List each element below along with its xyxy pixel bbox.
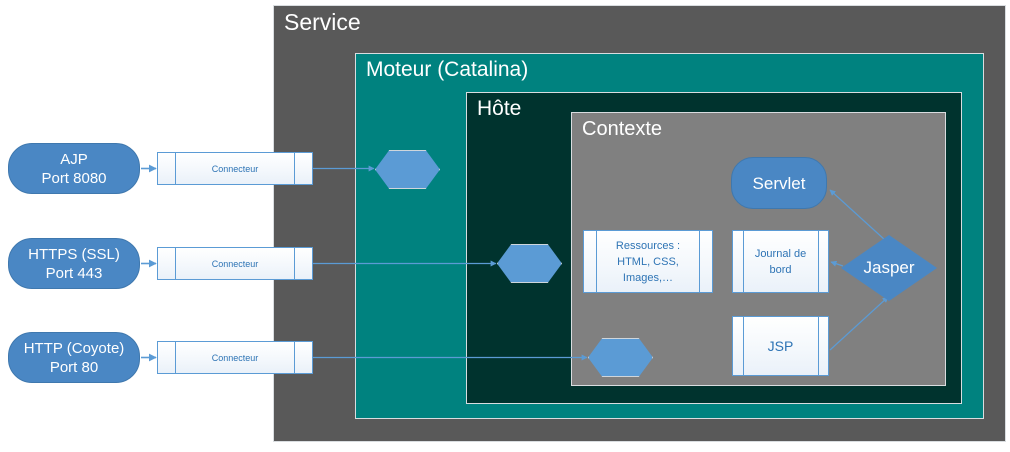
node-ressources-line3: Images,… (622, 271, 674, 284)
node-protocol-http-line1: HTTP (Coyote) (23, 339, 125, 357)
node-protocol-https[interactable]: HTTPS (SSL) Port 443 (8, 238, 140, 289)
node-jsp-label: JSP (767, 338, 794, 354)
node-servlet-label: Servlet (752, 173, 806, 193)
container-contexte-label: Contexte (582, 118, 663, 140)
node-servlet[interactable]: Servlet (731, 157, 827, 209)
node-protocol-http[interactable]: HTTP (Coyote) Port 80 (8, 332, 140, 383)
node-journal-line1: Journal de (754, 247, 807, 260)
node-journal-line2: bord (769, 263, 792, 276)
node-journal-de-bord[interactable]: Journal de bord (732, 230, 829, 293)
node-protocol-ajp-line2: Port 8080 (41, 169, 107, 187)
node-ressources[interactable]: Ressources : HTML, CSS, Images,… (583, 230, 713, 293)
hexagon-icon-host (497, 244, 562, 283)
node-protocol-ajp-line1: AJP (60, 150, 88, 168)
node-protocol-http-line2: Port 80 (49, 358, 99, 376)
hexagon-icon-context (588, 338, 653, 377)
node-connecteur-https[interactable]: Connecteur (157, 247, 313, 280)
node-connecteur-ajp-label: Connecteur (211, 163, 259, 174)
node-connecteur-ajp[interactable]: Connecteur (157, 152, 313, 185)
node-connecteur-http[interactable]: Connecteur (157, 341, 313, 374)
container-moteur-label: Moteur (Catalina) (366, 58, 529, 81)
node-jsp[interactable]: JSP (732, 316, 829, 376)
node-protocol-ajp[interactable]: AJP Port 8080 (8, 143, 140, 194)
container-service-label: Service (284, 9, 361, 35)
node-protocol-https-line2: Port 443 (45, 264, 103, 282)
node-connecteur-http-label: Connecteur (211, 352, 259, 363)
node-connecteur-https-label: Connecteur (211, 258, 259, 269)
node-ressources-line2: HTML, CSS, (617, 255, 679, 268)
container-hote-label: Hôte (477, 97, 522, 120)
hexagon-icon-engine (375, 150, 440, 189)
node-protocol-https-line1: HTTPS (SSL) (28, 245, 120, 263)
node-jasper-label: Jasper (863, 258, 915, 277)
node-ressources-line1: Ressources : (615, 239, 681, 252)
